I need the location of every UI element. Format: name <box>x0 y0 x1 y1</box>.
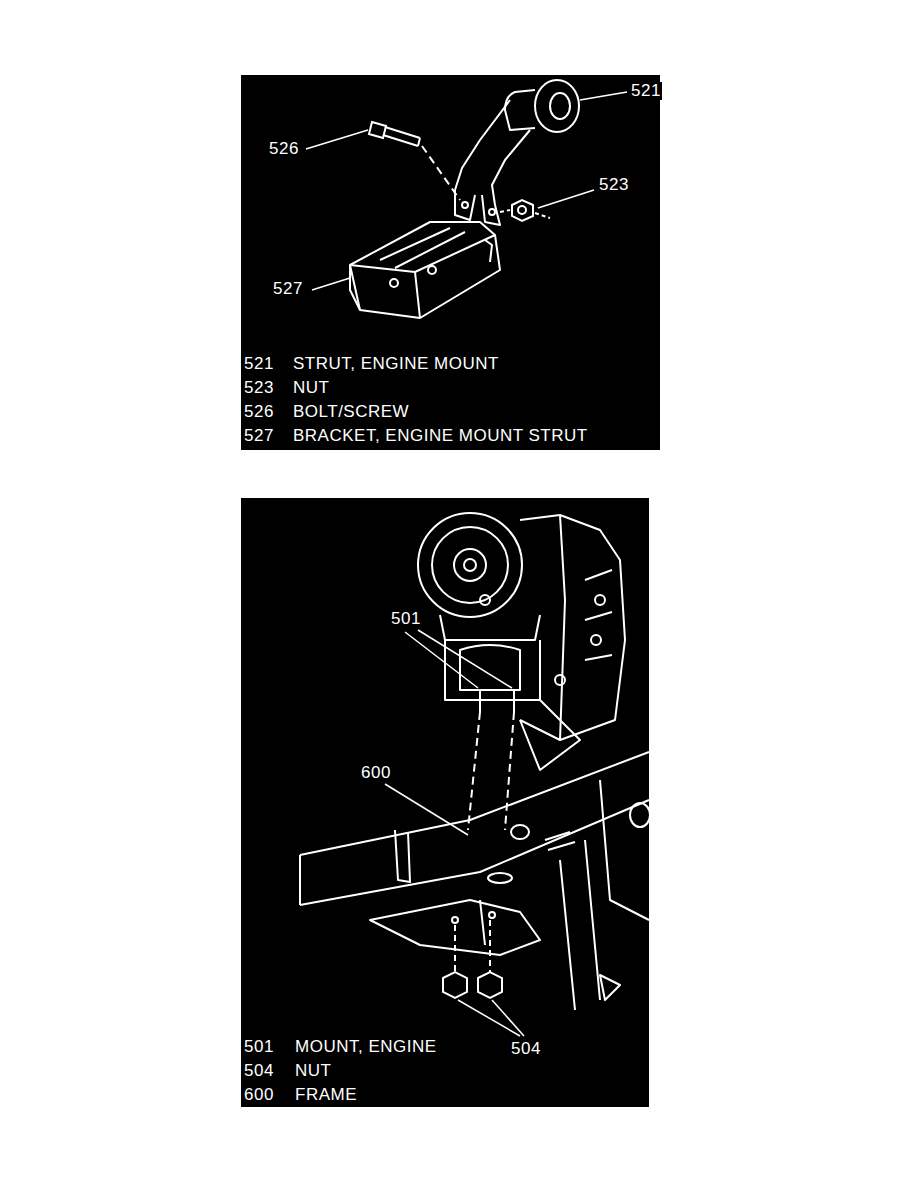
legend-number: 526 <box>243 403 275 421</box>
part-name: BOLT/SCREW <box>292 403 410 421</box>
panel <box>241 75 660 450</box>
leader-lines <box>385 630 524 1036</box>
bolt-drawing <box>369 122 460 200</box>
legend-number: 501 <box>243 1038 275 1056</box>
frame-drawing <box>300 752 650 1010</box>
callout-number: 527 <box>272 280 304 298</box>
part-name: BRACKET, ENGINE MOUNT STRUT <box>292 427 589 445</box>
nuts-drawing <box>443 920 502 998</box>
callout-number: 526 <box>268 140 300 158</box>
callout-number: 504 <box>510 1040 542 1058</box>
part-name: NUT <box>294 1062 332 1080</box>
callout-number: 600 <box>360 764 392 782</box>
callout-number: 521 <box>630 82 662 100</box>
panel <box>241 498 649 1107</box>
part-name: FRAME <box>294 1086 358 1104</box>
part-name: MOUNT, ENGINE <box>294 1038 438 1056</box>
part-name: STRUT, ENGINE MOUNT <box>292 355 500 373</box>
nut-drawing <box>500 200 550 221</box>
engine-drawing <box>418 513 625 770</box>
callout-number: 501 <box>390 610 422 628</box>
legend-number: 523 <box>243 379 275 397</box>
legend-number: 504 <box>243 1062 275 1080</box>
callout-number: 523 <box>598 176 630 194</box>
mount-studs <box>468 690 514 830</box>
bracket-drawing <box>350 222 500 318</box>
legend-number: 527 <box>243 427 275 445</box>
part-name: NUT <box>292 379 330 397</box>
strut-drawing <box>455 80 579 225</box>
legend-number: 521 <box>243 355 275 373</box>
leader-lines <box>306 92 627 290</box>
legend-number: 600 <box>243 1086 275 1104</box>
